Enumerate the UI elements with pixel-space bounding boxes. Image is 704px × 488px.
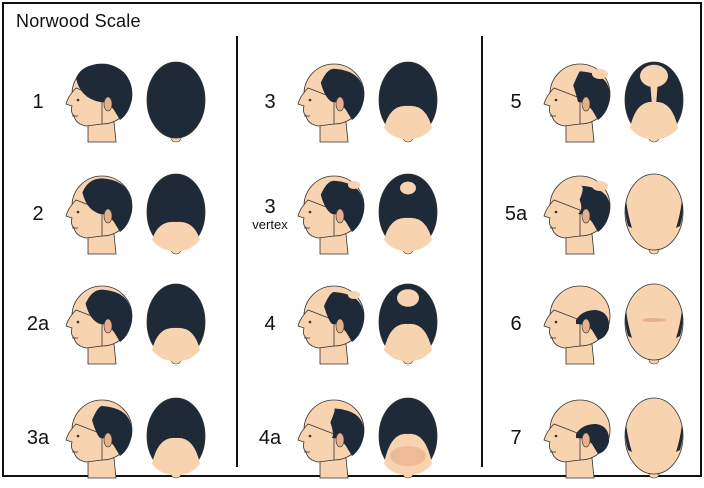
stage-number: 6 (510, 313, 521, 335)
stage-cell-2a: 2a (18, 274, 238, 374)
stage-cell-5a: 5a (496, 164, 704, 264)
stage-label: 4a (250, 388, 290, 488)
stage-number: 5a (505, 203, 527, 225)
stage-cell-3v: 3vertex (250, 164, 470, 264)
head-side-view (290, 58, 370, 144)
stage-number: 7 (510, 427, 521, 449)
stage-number: 3a (27, 427, 49, 449)
column-divider (481, 36, 483, 467)
stage-number: 1 (32, 91, 43, 113)
head-top-view (144, 394, 208, 480)
head-top-view (622, 280, 686, 366)
stage-label: 7 (496, 388, 536, 488)
head-top-view (144, 280, 208, 366)
stage-cell-2: 2 (18, 164, 238, 264)
stage-number: 4 (264, 313, 275, 335)
stage-number: 2a (27, 313, 49, 335)
figure-title: Norwood Scale (16, 11, 141, 32)
head-top-view (376, 280, 440, 366)
norwood-scale-figure: Norwood Scale 122a3a33vertex44a55a67 (2, 2, 702, 477)
stage-label: 2 (18, 164, 58, 264)
head-top-view (376, 170, 440, 256)
head-top-view (622, 170, 686, 256)
head-top-view (622, 394, 686, 480)
head-side-view (536, 58, 616, 144)
stage-cell-6: 6 (496, 274, 704, 374)
stage-label: 5 (496, 52, 536, 152)
stage-number: 2 (32, 203, 43, 225)
stage-label: 4 (250, 274, 290, 374)
head-side-view (58, 170, 138, 256)
head-side-view (290, 170, 370, 256)
stage-label: 1 (18, 52, 58, 152)
head-side-view (58, 394, 138, 480)
stage-label: 3a (18, 388, 58, 488)
head-top-view (144, 58, 208, 144)
head-side-view (58, 58, 138, 144)
stage-label: 5a (496, 164, 536, 264)
stage-label: 3vertex (250, 164, 290, 264)
stage-label: 2a (18, 274, 58, 374)
stage-number: 3 (264, 91, 275, 113)
stage-label: 3 (250, 52, 290, 152)
stage-number: 5 (510, 91, 521, 113)
head-top-view (622, 58, 686, 144)
head-top-view (144, 170, 208, 256)
stage-cell-4: 4 (250, 274, 470, 374)
head-side-view (58, 280, 138, 366)
head-top-view (376, 58, 440, 144)
stage-cell-3a: 3a (18, 388, 238, 488)
stage-label: 6 (496, 274, 536, 374)
head-side-view (536, 170, 616, 256)
head-top-view (376, 394, 440, 480)
stage-cell-7: 7 (496, 388, 704, 488)
stage-subtitle: vertex (252, 218, 287, 232)
head-side-view (536, 280, 616, 366)
stage-cell-5: 5 (496, 52, 704, 152)
stage-number: 4a (259, 427, 281, 449)
stage-number: 3 (264, 196, 275, 218)
stage-cell-3: 3 (250, 52, 470, 152)
head-side-view (536, 394, 616, 480)
head-side-view (290, 280, 370, 366)
stage-cell-1: 1 (18, 52, 238, 152)
stage-cell-4a: 4a (250, 388, 470, 488)
head-side-view (290, 394, 370, 480)
